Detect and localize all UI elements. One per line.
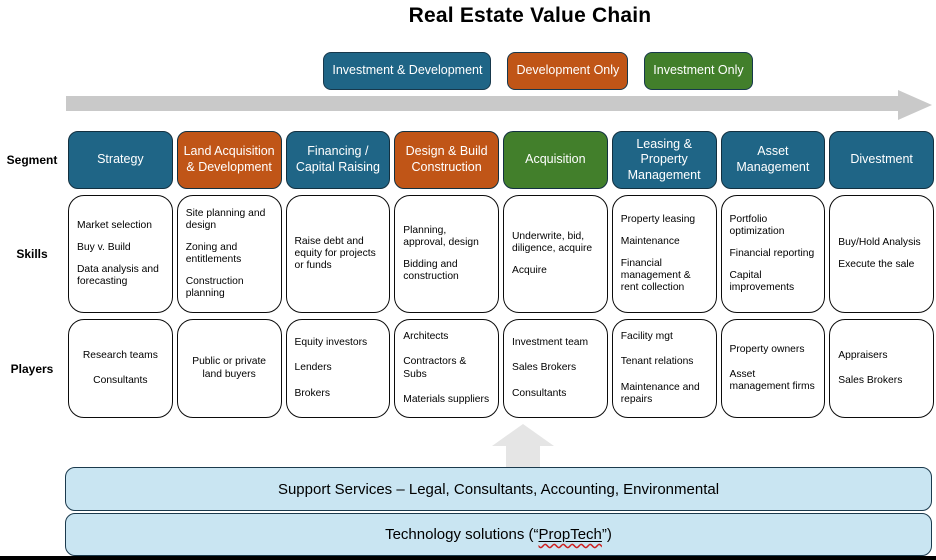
page-title: Real Estate Value Chain	[408, 4, 652, 27]
segment-financing: Financing / Capital Raising	[285, 131, 391, 189]
segment-leasing: Leasing & Property Management	[611, 131, 717, 189]
player-item: Lenders	[294, 362, 332, 374]
row-label-skills: Skills	[16, 247, 48, 261]
row-label-players: Players	[10, 361, 54, 376]
skill-item: Data analysis and forecasting	[77, 264, 159, 288]
bottom-divider	[0, 556, 936, 560]
players-design-build: Architects Contractors & Subs Materials …	[394, 319, 499, 418]
segment-acquisition: Acquisition	[503, 131, 608, 189]
skill-item: Site planning and design	[185, 207, 266, 231]
up-arrow-icon	[492, 424, 554, 468]
skill-item: Zoning and entitlements	[185, 241, 242, 265]
skills-leasing: Property leasing Maintenance Financial m…	[611, 195, 717, 313]
players-divestment: Appraisers Sales Brokers	[829, 319, 934, 418]
legend: Investment & Development Development Onl…	[70, 52, 936, 90]
player-item: Architects	[403, 331, 449, 343]
player-item: Asset management firms	[729, 368, 815, 393]
value-chain-grid: Segment Strategy Land Acquisition & Deve…	[0, 131, 934, 418]
segment-divestment: Divestment	[829, 131, 934, 189]
skill-item: Financial management & rent collection	[620, 257, 691, 294]
skill-item: Bidding and construction	[403, 259, 459, 283]
skill-item: Market selection	[77, 219, 152, 231]
players-financing: Equity investors Lenders Brokers	[285, 319, 391, 418]
player-item: Consultants	[93, 375, 148, 386]
support-services-bar: Support Services – Legal, Consultants, A…	[65, 467, 932, 511]
segment-asset-management: Asset Management	[720, 131, 826, 189]
skill-item: Financial reporting	[729, 247, 815, 259]
player-item: Brokers	[294, 387, 330, 399]
skill-item: Execute the sale	[838, 259, 915, 270]
technology-text-suffix: ”)	[601, 526, 612, 543]
players-leasing: Facility mgt Tenant relations Maintenanc…	[611, 319, 717, 418]
player-item: Facility mgt	[620, 331, 673, 343]
skills-design-build: Planning, approval, design Bidding and c…	[394, 195, 499, 313]
segment-design-build: Design & Build Construction	[394, 131, 499, 189]
players-strategy: Research teams Consultants	[68, 319, 173, 418]
player-item: Maintenance and repairs	[620, 381, 700, 405]
skill-item: Planning, approval, design	[403, 224, 479, 248]
skill-item: Property leasing	[620, 213, 696, 225]
skills-divestment: Buy/Hold Analysis Execute the sale	[829, 195, 934, 313]
player-item: Sales Brokers	[512, 362, 577, 374]
row-label-segment: Segment	[6, 153, 58, 167]
skill-item: Portfolio optimization	[729, 213, 785, 237]
player-item: Contractors & Subs	[403, 356, 467, 380]
segment-strategy: Strategy	[68, 131, 173, 189]
player-item: Materials suppliers	[403, 393, 490, 405]
skills-financing: Raise debt and equity for projects or fu…	[285, 195, 391, 313]
player-item: Tenant relations	[620, 356, 694, 368]
player-item: Public or private land buyers	[192, 356, 267, 380]
legend-investment-development: Investment & Development	[323, 52, 492, 90]
players-acquisition: Investment team Sales Brokers Consultant…	[503, 319, 608, 418]
player-item: Research teams	[82, 349, 158, 361]
skills-acquisition: Underwrite, bid, diligence, acquire Acqu…	[503, 195, 608, 313]
legend-development-only: Development Only	[507, 52, 629, 90]
skill-item: Raise debt and equity for projects or fu…	[294, 235, 376, 272]
skill-item: Acquire	[512, 265, 547, 277]
proptech-underlined: PropTech	[538, 526, 602, 543]
segment-land-acquisition: Land Acquisition & Development	[176, 131, 282, 189]
player-item: Sales Brokers	[838, 375, 903, 386]
players-land-acquisition: Public or private land buyers	[176, 319, 282, 418]
players-asset-management: Property owners Asset management firms	[720, 319, 826, 418]
right-arrow-icon	[66, 90, 932, 120]
skill-item: Construction planning	[185, 276, 244, 300]
technology-text-prefix: Technology solutions (“	[385, 526, 539, 543]
player-item: Investment team	[512, 337, 589, 349]
player-item: Appraisers	[838, 349, 888, 361]
skill-item: Capital improvements	[729, 270, 795, 294]
player-item: Property owners	[729, 343, 805, 355]
player-item: Consultants	[512, 387, 567, 399]
player-item: Equity investors	[294, 337, 368, 349]
technology-solutions-bar: Technology solutions (“PropTech”)	[65, 513, 932, 556]
skills-strategy: Market selection Buy v. Build Data analy…	[68, 195, 173, 313]
legend-investment-only: Investment Only	[644, 52, 753, 90]
skill-item: Underwrite, bid, diligence, acquire	[512, 230, 593, 254]
skill-item: Maintenance	[620, 235, 680, 247]
skills-asset-management: Portfolio optimization Financial reporti…	[720, 195, 826, 313]
skills-land-acquisition: Site planning and design Zoning and enti…	[176, 195, 282, 313]
skill-item: Buy v. Build	[77, 241, 131, 253]
skill-item: Buy/Hold Analysis	[838, 236, 921, 248]
